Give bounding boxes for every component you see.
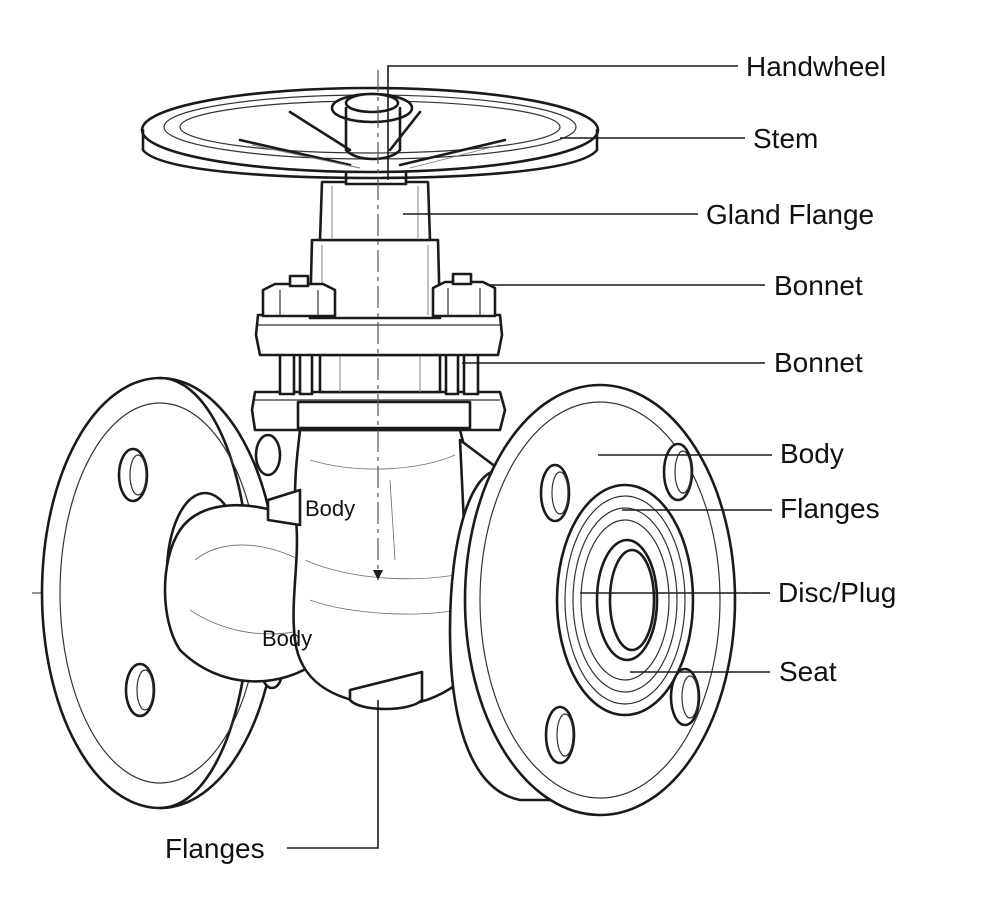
right-flange bbox=[448, 383, 737, 817]
label-disc-plug: Disc/Plug bbox=[778, 577, 896, 608]
label-body-inner-upper: Body bbox=[305, 496, 355, 521]
label-body-inner-lower: Body bbox=[262, 626, 312, 651]
label-seat: Seat bbox=[779, 656, 837, 687]
label-body-right: Body bbox=[780, 438, 844, 469]
leader-handwheel bbox=[387, 65, 738, 180]
label-handwheel: Handwheel bbox=[746, 51, 886, 82]
leader-flanges-bottom bbox=[287, 700, 379, 849]
label-bonnet-top: Bonnet bbox=[774, 270, 863, 301]
label-stem: Stem bbox=[753, 123, 818, 154]
label-gland-flange: Gland Flange bbox=[706, 199, 874, 230]
leader-lines bbox=[287, 65, 772, 849]
handwheel bbox=[140, 86, 600, 180]
bonnet-assembly bbox=[250, 238, 507, 432]
label-flanges-right: Flanges bbox=[780, 493, 880, 524]
stem-gland bbox=[318, 168, 432, 242]
label-flanges-bottom: Flanges bbox=[165, 833, 265, 864]
label-bonnet-lower: Bonnet bbox=[774, 347, 863, 378]
centerline-arrow bbox=[373, 570, 383, 580]
